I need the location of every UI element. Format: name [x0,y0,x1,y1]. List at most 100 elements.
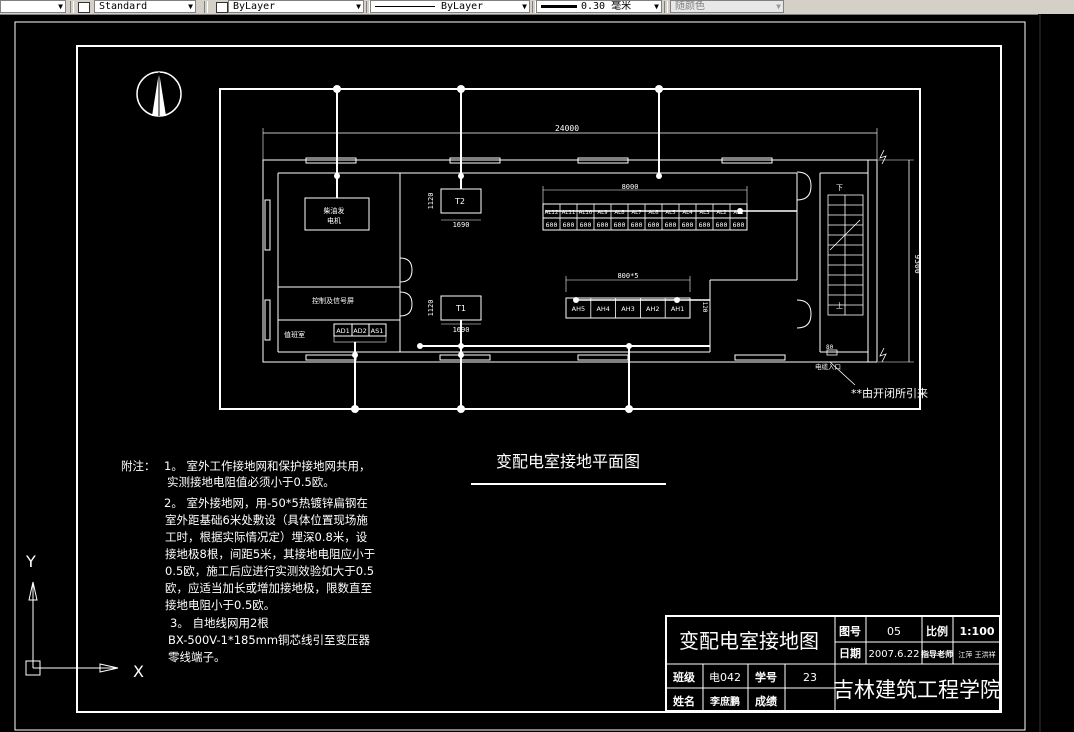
break-line-icon [879,149,887,165]
label-drawing-no: 图号 [839,625,861,638]
layer-value: ByLayer [233,1,276,12]
dimstyle-dropdown[interactable]: ▼ [0,0,66,13]
notes-label: 附注： [121,459,156,473]
linetype-value: ByLayer [441,1,484,12]
al-panel-width: 600 [665,221,677,229]
lineweight-preview [541,4,577,8]
note-1a: 1。 室外工作接地网和保护接地网共用， [164,459,371,473]
al-panel-width: 600 [682,221,694,229]
ah-panel-label: AH1 [671,305,684,313]
al-panel-width: 600 [699,221,711,229]
lineweight-value: 0.30 毫米 [581,1,632,12]
ah-panel-label: AH2 [646,305,659,313]
cable-entry-label: 电缆入口 [815,362,841,371]
plotstyle-dropdown: 随颜色▼ [670,0,784,13]
layer-color-dropdown[interactable]: ByLayer ▼ [228,0,364,13]
label-student-no: 学号 [755,670,777,684]
toolbar-separator [70,1,74,13]
al-panel-width: 600 [733,221,745,229]
linetype-dropdown[interactable]: ByLayer ▼ [370,0,530,13]
school-name: 吉林建筑工程学院 [833,678,1001,702]
dimension-text: 9300 [913,254,922,273]
label-date: 日期 [839,646,861,660]
drawing-margin [1038,14,1074,732]
stair-up-label: 上 [836,301,843,310]
al-panel-width: 600 [580,221,592,229]
label-name: 姓名 [673,694,695,708]
textstyle-icon[interactable] [78,2,90,13]
dimension-text: 120 [701,302,708,313]
value-drawing-no: 05 [887,625,901,638]
note-2f: 欧，应适当加长或增加接地极，限数直至 [165,581,372,595]
note-2g: 接地电阻小于0.5欧。 [165,598,276,612]
al-panel-label: AL6 [648,210,659,216]
al-panel-label: AL4 [682,210,693,216]
outer-grounding-network [219,88,921,410]
dimension-text: 800*5 [617,272,638,280]
al-panel-label: AL12 [545,210,559,216]
value-student-no: 23 [803,671,817,684]
al-panel-width: 600 [716,221,728,229]
dimension-text: 1120 [427,193,435,210]
value-scale: 1:100 [959,625,994,638]
leader-line [829,361,856,386]
label-scale: 比例 [926,624,948,638]
chevron-down-icon: ▼ [522,2,527,11]
diesel-label-2: 电机 [327,216,341,225]
transformer-t2-label: T2 [454,197,465,206]
label-advisor: 指导老师 [921,649,953,659]
al-panel-width: 600 [648,221,660,229]
chevron-down-icon: ▼ [654,2,659,11]
properties-toolbar: ▼ Standard ▼ ByLayer ▼ ByLayer ▼ 0.30 毫米 ▼ 随… [0,0,1074,15]
ah-panel-label: AH5 [572,305,585,313]
titleblock-drawing-name: 变配电室接地图 [679,629,819,653]
linetype-preview [375,5,435,7]
al-panel-label: AL11 [562,210,576,216]
note-2e: 0.5欧，施工后应进行实测效验如大于0.5 [165,564,375,578]
ucs-icon [25,581,119,676]
title-block [665,615,1001,712]
ucs-x-label: X [133,662,144,681]
value-class: 电042 [709,671,741,684]
note-3b: BX-500V-1*185mm铜芯线引至变压器 [168,633,371,647]
lineweight-dropdown[interactable]: 0.30 毫米 ▼ [536,0,662,13]
dimension-text: 24000 [555,124,579,133]
dimension-text: 1120 [427,300,435,317]
value-name: 李庶鹏 [709,695,740,708]
duty-room-label: 值班室 [284,330,305,339]
chevron-down-icon: ▼ [356,2,361,11]
chevron-down-icon: ▼ [188,2,193,11]
dimension-text: 80 [826,344,834,351]
chevron-down-icon: ▼ [58,2,63,11]
note-2d: 接地极8根，间距5米，其接地电阻应小于 [165,547,376,561]
textstyle-value: Standard [99,1,148,12]
al-panel-width: 600 [563,221,575,229]
note-2b: 室外距基础6米处敷设（具体位置现场施 [165,513,368,527]
toolbar-separator [366,1,370,13]
dimension-text: 8000 [622,183,639,191]
building-walls [262,159,878,363]
stair-down-label: 下 [836,184,843,192]
dimension-total-width: 24000 [262,124,878,160]
color-swatch-icon [216,2,228,13]
grounding-leads [336,89,710,409]
paper-border [14,21,1026,731]
al-panel-label: AL2 [716,210,726,216]
ground-node [674,297,680,303]
ad-panel-label: AD2 [353,327,367,335]
note-1b: 实测接地电阻值必须小于0.5欧。 [167,475,335,489]
north-arrow-icon [136,71,182,117]
ah-panel-label: AH4 [596,305,609,313]
note-2a: 2。 室外接地网，用-50*5热镀锌扁钢在 [164,496,368,510]
diesel-label-1: 柴油发 [324,206,345,215]
textstyle-dropdown[interactable]: Standard ▼ [94,0,196,13]
al-panel-row: 8000 AL12600AL11600AL10600AL9600AL8600AL… [542,183,748,231]
toolbar-separator [532,1,536,13]
value-date: 2007.6.22 [869,649,920,660]
toolbar-separator [204,1,208,13]
al-panel-label: AL5 [665,210,676,216]
ground-node [573,297,579,303]
break-line-icon [879,347,887,363]
al-panel-label: AL9 [597,210,608,216]
